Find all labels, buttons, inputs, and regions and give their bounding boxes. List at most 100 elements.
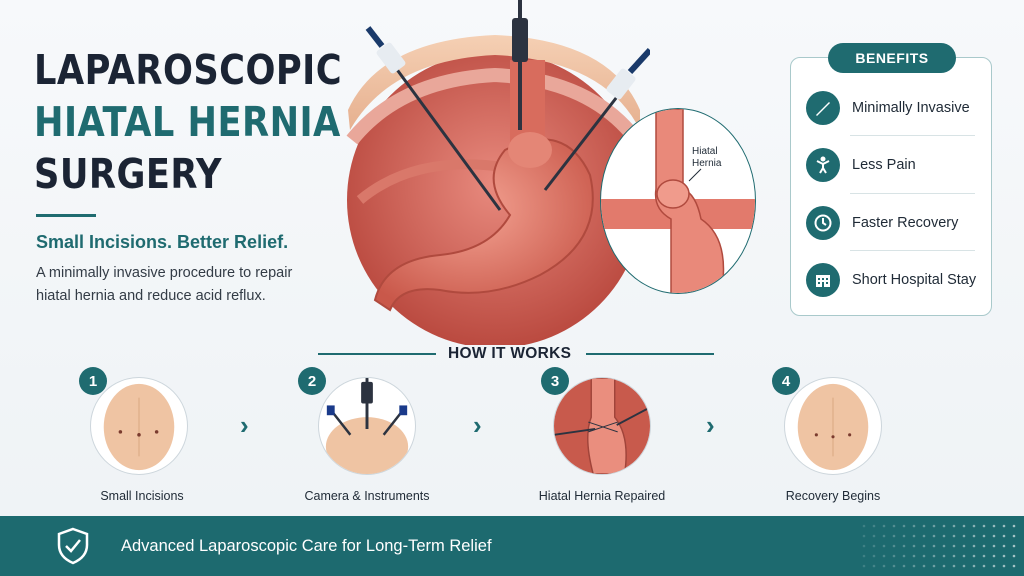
benefits-heading: BENEFITS xyxy=(828,43,956,73)
step-4-label: Recovery Begins xyxy=(785,489,881,503)
footer-dot xyxy=(942,534,946,538)
footer-dot xyxy=(872,524,876,528)
footer-dot xyxy=(962,564,966,568)
footer-dot xyxy=(982,564,986,568)
chevron-right-icon: › xyxy=(473,410,482,440)
hospital-icon xyxy=(806,263,840,297)
footer-dot xyxy=(952,524,956,528)
footer-dot xyxy=(992,524,996,528)
footer-dot xyxy=(972,564,976,568)
step-2-number: 2 xyxy=(298,367,326,395)
inset-label: Hiatal Hernia xyxy=(692,146,721,170)
how-it-works-heading: HOW IT WORKS xyxy=(448,345,572,362)
footer-dot xyxy=(1012,544,1016,548)
step-1-image xyxy=(90,377,188,475)
benefit-item-faster-recovery: Faster Recovery xyxy=(806,206,958,240)
footer-dot xyxy=(882,554,886,558)
footer-dot xyxy=(962,554,966,558)
step-4-image xyxy=(784,377,882,475)
benefit-item-short-hospital-stay: Short Hospital Stay xyxy=(806,263,976,297)
clock-icon xyxy=(806,206,840,240)
description-line-2: hiatal hernia and reduce acid reflux. xyxy=(36,288,266,304)
footer-dot xyxy=(912,564,916,568)
title-underline xyxy=(36,214,96,217)
footer-dot xyxy=(902,534,906,538)
footer-dot xyxy=(912,524,916,528)
footer-bar xyxy=(0,516,1024,576)
footer-dot xyxy=(932,534,936,538)
description: A minimally invasive procedure to repair… xyxy=(36,262,336,308)
footer-dot xyxy=(892,524,896,528)
footer-dot xyxy=(1002,554,1006,558)
footer-dot xyxy=(982,524,986,528)
benefit-divider xyxy=(850,193,975,194)
benefit-divider xyxy=(850,250,975,251)
footer-dot xyxy=(902,554,906,558)
footer-dot xyxy=(942,564,946,568)
footer-dot xyxy=(862,554,866,558)
footer-dot xyxy=(1012,564,1016,568)
footer-dot xyxy=(922,564,926,568)
description-line-1: A minimally invasive procedure to repair xyxy=(36,265,293,281)
footer-dot xyxy=(872,544,876,548)
footer-dot xyxy=(962,534,966,538)
chevron-right-icon: › xyxy=(706,410,715,440)
footer-dot-pattern xyxy=(862,524,1016,568)
footer-dot xyxy=(902,564,906,568)
footer-dot xyxy=(972,534,976,538)
footer-dot xyxy=(972,524,976,528)
footer-dot xyxy=(992,544,996,548)
footer-dot xyxy=(942,544,946,548)
step-1-number: 1 xyxy=(79,367,107,395)
footer-dot xyxy=(1012,534,1016,538)
benefit-label: Less Pain xyxy=(852,157,916,173)
footer-dot xyxy=(962,524,966,528)
benefit-item-less-pain: Less Pain xyxy=(806,148,916,182)
how-it-works-line-right xyxy=(586,353,714,355)
footer-dot xyxy=(932,554,936,558)
footer-dot xyxy=(922,554,926,558)
footer-dot xyxy=(862,524,866,528)
footer-dot xyxy=(982,554,986,558)
footer-dot xyxy=(992,554,996,558)
footer-dot xyxy=(882,534,886,538)
footer-dot xyxy=(922,524,926,528)
step-3-number: 3 xyxy=(541,367,569,395)
footer-dot xyxy=(972,544,976,548)
hernia-inset-art xyxy=(601,109,755,293)
footer-dot xyxy=(982,534,986,538)
footer-dot xyxy=(882,564,886,568)
footer-dot xyxy=(892,554,896,558)
footer-dot xyxy=(902,524,906,528)
footer-dot xyxy=(942,524,946,528)
step-1-label: Small Incisions xyxy=(100,489,184,503)
footer-dot xyxy=(962,544,966,548)
footer-dot xyxy=(912,534,916,538)
inset-label-line-1: Hiatal xyxy=(692,146,718,157)
chevron-right-icon: › xyxy=(240,410,249,440)
footer-dot xyxy=(902,544,906,548)
footer-dot xyxy=(1012,554,1016,558)
footer-dot xyxy=(952,544,956,548)
footer-dot xyxy=(1002,534,1006,538)
footer-dot xyxy=(912,544,916,548)
footer-dot xyxy=(912,554,916,558)
footer-dot xyxy=(882,544,886,548)
footer-dot xyxy=(932,544,936,548)
footer-dot xyxy=(922,544,926,548)
footer-dot xyxy=(992,534,996,538)
footer-dot xyxy=(872,554,876,558)
footer-dot xyxy=(892,544,896,548)
step-3-label: Hiatal Hernia Repaired xyxy=(538,489,666,503)
benefit-label: Minimally Invasive xyxy=(852,100,970,116)
stomach-illustration xyxy=(346,0,650,345)
footer-dot xyxy=(872,534,876,538)
benefit-label: Short Hospital Stay xyxy=(852,272,977,288)
footer-dot xyxy=(952,534,956,538)
footer-dot xyxy=(1002,524,1006,528)
benefit-divider xyxy=(850,135,975,136)
benefit-label: Faster Recovery xyxy=(852,215,959,231)
title-line-2: HIATAL HERNIA xyxy=(34,98,341,146)
footer-dot xyxy=(932,524,936,528)
footer-dot xyxy=(942,554,946,558)
